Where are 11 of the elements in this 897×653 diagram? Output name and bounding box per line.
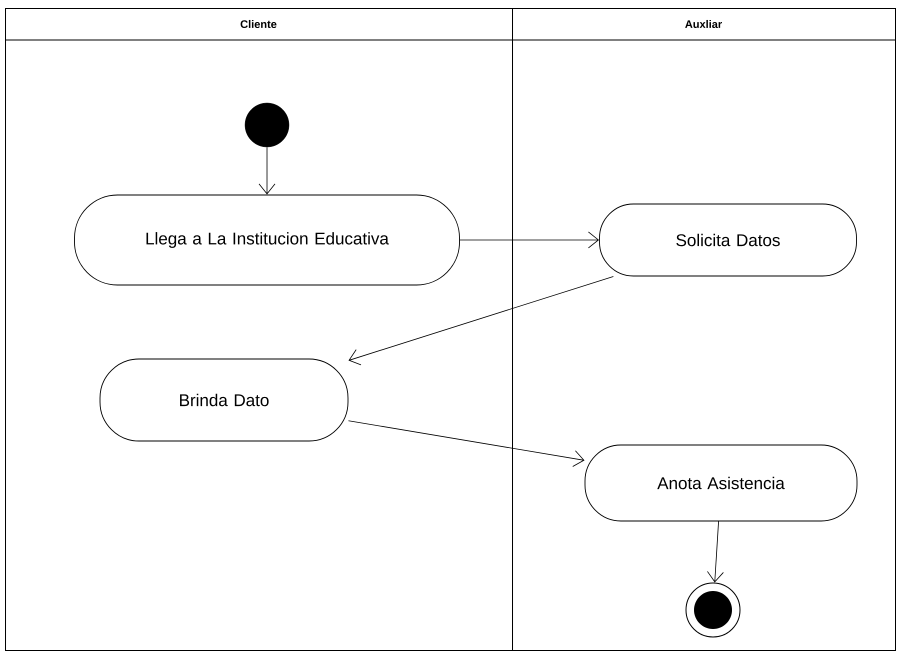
arrow: [348, 420, 585, 467]
arrow: [460, 232, 600, 248]
action-box: Solicita Datos: [599, 204, 857, 276]
end-circle: [686, 582, 740, 638]
arrow: [707, 521, 724, 583]
action-box: Anota Asistencia: [584, 444, 858, 522]
arrow: [258, 146, 276, 195]
arrow: [348, 276, 614, 366]
action-box: Brinda Dato: [100, 358, 348, 442]
action-box: Llega a La Institucion Educativa: [74, 194, 460, 286]
start-circle: [244, 102, 290, 148]
